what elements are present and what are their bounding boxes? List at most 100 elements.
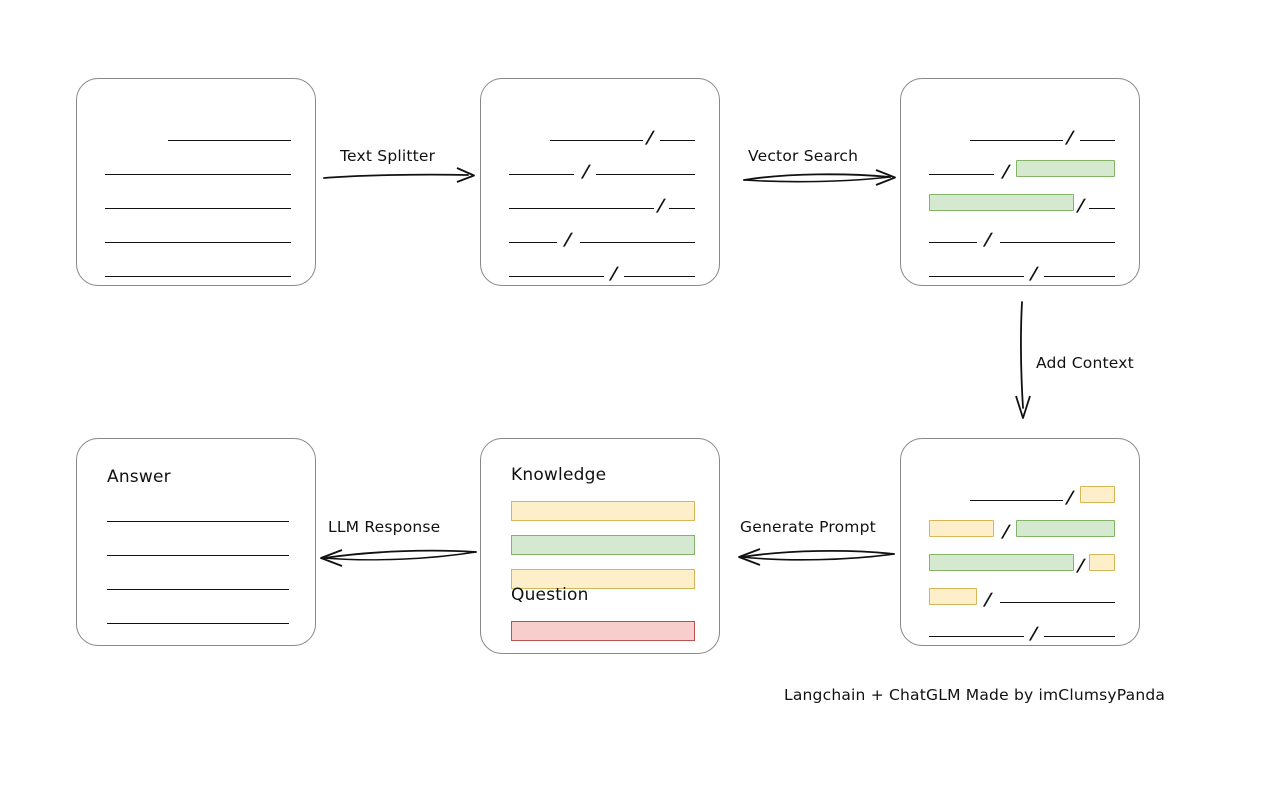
document-row (105, 183, 291, 217)
document-row: / (929, 543, 1115, 577)
document-row: / (929, 149, 1115, 183)
text-line-segment (509, 174, 575, 175)
document-row: / (929, 611, 1115, 645)
text-line-segment (668, 208, 695, 209)
prompt-bar-yellow (511, 501, 695, 521)
text-line-segment (509, 276, 604, 277)
edge-label-generate-prompt: Generate Prompt (740, 518, 876, 536)
chunk-separator-slash: / (645, 128, 654, 148)
chunk-separator-slash: / (1030, 624, 1039, 644)
highlighted-chunk-green (929, 194, 1075, 211)
context-augmented-box[interactable]: / / / / / (900, 438, 1140, 646)
highlighted-chunk-yellow (929, 520, 995, 537)
chunk-separator-slash: / (582, 162, 591, 182)
highlighted-chunk-green (929, 554, 1075, 571)
chunk-separator-slash: / (1030, 264, 1039, 284)
split-chunks-rows: / / / / / (509, 115, 695, 285)
edge-label-vector-search: Vector Search (748, 147, 859, 165)
text-line-segment (999, 602, 1115, 603)
edge-vector-search-arrow (743, 169, 896, 186)
answer-box[interactable]: Answer (76, 438, 316, 646)
answer-text-line (107, 623, 289, 624)
document-row (105, 115, 291, 149)
text-line-segment (659, 140, 695, 141)
document-row (105, 149, 291, 183)
text-line-segment (168, 140, 291, 141)
text-line-segment (624, 276, 695, 277)
vector-matched-chunks-box[interactable]: / / / / / (900, 78, 1140, 286)
document-row: / (509, 183, 695, 217)
text-line-segment (105, 276, 291, 277)
answer-text-line (107, 521, 289, 522)
text-line-segment (1079, 140, 1115, 141)
knowledge-heading: Knowledge (511, 465, 607, 485)
chunk-separator-slash: / (1065, 128, 1074, 148)
source-document-box[interactable] (76, 78, 316, 286)
edge-generate-prompt-arrow (738, 548, 895, 566)
prompt-bar-green (511, 535, 695, 555)
text-line-segment (929, 636, 1024, 637)
document-row: / (929, 217, 1115, 251)
highlighted-chunk-yellow (1088, 554, 1115, 571)
diagram-caption: Langchain + ChatGLM Made by imClumsyPand… (784, 686, 1166, 704)
split-chunks-box[interactable]: / / / / / (480, 78, 720, 286)
chunk-separator-slash: / (657, 196, 665, 216)
text-line-segment (969, 500, 1063, 501)
document-row (105, 251, 291, 285)
document-row: / (509, 217, 695, 251)
highlighted-chunk-yellow (1079, 486, 1115, 503)
text-line-segment (105, 242, 291, 243)
text-line-segment (509, 208, 655, 209)
context-augmented-rows: / / / / / (929, 475, 1115, 645)
document-row: / (929, 115, 1115, 149)
text-line-segment (929, 276, 1024, 277)
highlighted-chunk-green (1016, 520, 1115, 537)
document-row: / (929, 251, 1115, 285)
prompt-bar-red (511, 621, 695, 641)
text-line-segment (969, 140, 1063, 141)
edge-label-add-context: Add Context (1036, 354, 1134, 372)
chunk-separator-slash: / (984, 230, 992, 250)
text-line-segment (579, 242, 695, 243)
text-line-segment (999, 242, 1115, 243)
document-row: / (929, 183, 1115, 217)
chunk-separator-slash: / (1077, 556, 1085, 576)
chunk-separator-slash: / (1002, 522, 1011, 542)
text-line-segment (549, 140, 643, 141)
text-line-segment (105, 174, 291, 175)
text-line-segment (1088, 208, 1115, 209)
answer-text-line (107, 589, 289, 590)
chunk-separator-slash: / (610, 264, 619, 284)
answer-text-line (107, 555, 289, 556)
text-line-segment (929, 174, 995, 175)
text-line-segment (1044, 636, 1115, 637)
knowledge-question-box[interactable]: Knowledge Question (480, 438, 720, 654)
highlighted-chunk-yellow (929, 588, 978, 605)
text-line-segment (596, 174, 695, 175)
chunk-separator-slash: / (984, 590, 992, 610)
chunk-separator-slash: / (1002, 162, 1011, 182)
vector-matched-rows: / / / / / (929, 115, 1115, 285)
answer-heading: Answer (107, 467, 171, 487)
document-row: / (509, 149, 695, 183)
chunk-separator-slash: / (1077, 196, 1085, 216)
edge-label-llm-response: LLM Response (328, 518, 441, 536)
text-line-segment (1044, 276, 1115, 277)
text-line-segment (929, 242, 978, 243)
chunk-separator-slash: / (1065, 488, 1074, 508)
question-heading: Question (511, 585, 589, 605)
document-row: / (509, 115, 695, 149)
document-row: / (509, 251, 695, 285)
edge-label-text-splitter: Text Splitter (340, 147, 436, 165)
document-row: / (929, 475, 1115, 509)
document-row (105, 217, 291, 251)
edge-llm-response-arrow (320, 549, 477, 567)
document-row: / (929, 509, 1115, 543)
chunk-separator-slash: / (564, 230, 572, 250)
text-line-segment (509, 242, 558, 243)
text-line-segment (105, 208, 291, 209)
highlighted-chunk-green (1016, 160, 1115, 177)
prompt-bar-yellow (511, 569, 695, 589)
document-row: / (929, 577, 1115, 611)
